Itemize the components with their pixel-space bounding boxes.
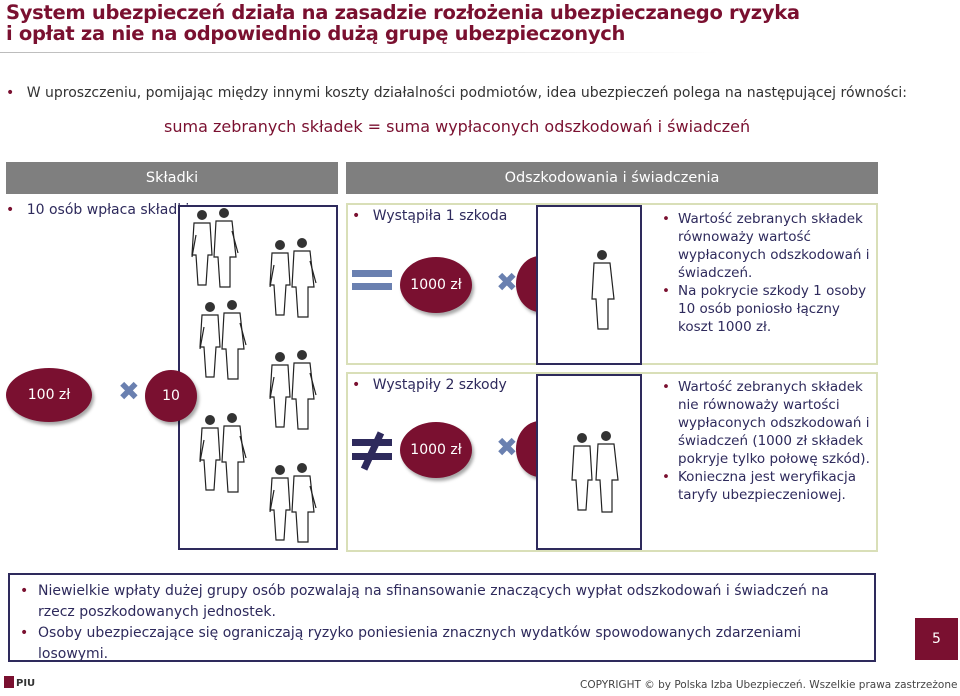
- scenario-1-notes: Wartość zebranych składek równoważy wart…: [662, 210, 872, 336]
- summary-item-1: Niewielkie wpłaty dużej grupy osób pozwa…: [20, 581, 864, 623]
- person-icon: [591, 250, 615, 330]
- logo: PIU: [4, 674, 44, 692]
- summary-box: Niewielkie wpłaty dużej grupy osób pozwa…: [8, 573, 876, 662]
- copyright: COPYRIGHT © by Polska Izba Ubezpieczeń. …: [580, 679, 958, 691]
- page-number: 5: [915, 618, 958, 660]
- multiply-icon: ✖: [118, 377, 140, 407]
- not-equal-icon: [352, 431, 392, 471]
- scenario-1-person-frame: [536, 205, 642, 365]
- svg-text:PIU: PIU: [16, 678, 35, 689]
- header-left: Składki: [6, 162, 338, 194]
- scenario-1-note-1: Wartość zebranych składek równoważy wart…: [662, 210, 872, 282]
- equals-icon: [352, 270, 392, 290]
- intro-text: W uproszczeniu, pomijając między innymi …: [26, 85, 908, 101]
- multiply-icon: ✖: [496, 433, 518, 463]
- scenario-1-heading: Wystąpiła 1 szkoda: [352, 208, 508, 224]
- premium-amount: 100 zł: [6, 368, 92, 422]
- piu-logo-icon: PIU: [4, 676, 35, 689]
- title-line-2: i opłat za nie na odpowiednio dużą grupę…: [6, 22, 626, 45]
- header-right: Odszkodowania i świadczenia: [346, 162, 878, 194]
- people-group-frame: [178, 205, 338, 550]
- scenario-2-notes: Wartość zebranych składek nie równoważy …: [662, 378, 872, 504]
- equation: suma zebranych składek = suma wypłaconyc…: [164, 117, 751, 136]
- scenario-2-note-1: Wartość zebranych składek nie równoważy …: [662, 378, 872, 468]
- summary-item-2: Osoby ubezpieczające się ograniczają ryz…: [20, 623, 864, 665]
- title-divider: [0, 52, 720, 53]
- people-group-icon: [191, 208, 317, 543]
- title-line-1: System ubezpieczeń działa na zasadzie ro…: [6, 1, 800, 24]
- multiply-icon: ✖: [496, 268, 518, 298]
- page-title: System ubezpieczeń działa na zasadzie ro…: [6, 2, 800, 44]
- scenario-2-box: [346, 372, 878, 552]
- scenario-2-person-frame: [536, 374, 642, 550]
- scenario-2-heading: Wystąpiły 2 szkody: [352, 377, 507, 393]
- scenario-2-amount: 1000 zł: [400, 422, 472, 478]
- scenario-1-amount: 1000 zł: [400, 257, 472, 313]
- left-bullet: 10 osób wpłaca składki: [6, 202, 190, 218]
- intro-bullet: W uproszczeniu, pomijając między innymi …: [6, 85, 907, 101]
- scenario-1-note-2: Na pokrycie szkody 1 osoby 10 osób ponio…: [662, 282, 872, 336]
- people-pair-icon: [571, 431, 619, 513]
- scenario-2-note-2: Konieczna jest weryfikacja taryfy ubezpi…: [662, 468, 872, 504]
- person-count: 10: [145, 370, 197, 422]
